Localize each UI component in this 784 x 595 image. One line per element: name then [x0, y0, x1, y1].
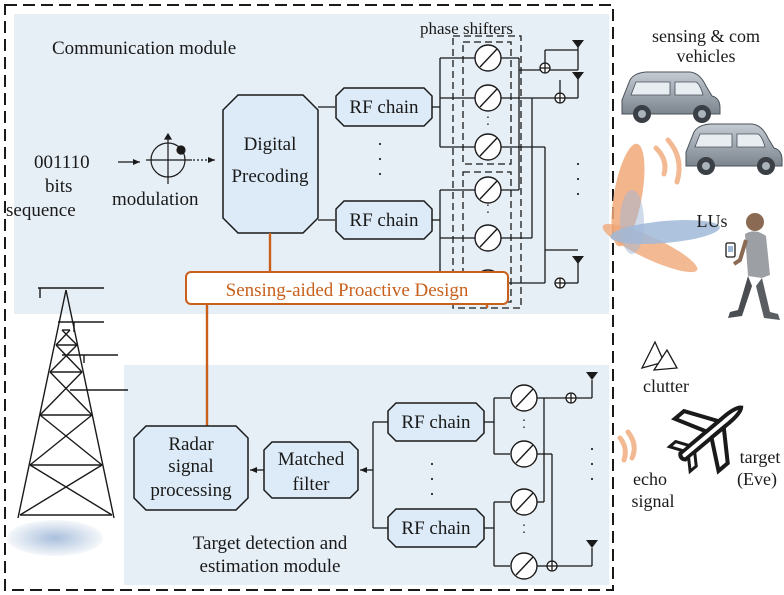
rf1-fanout: [432, 57, 475, 148]
rx-rf-ellipsis: ·: [429, 454, 435, 474]
rx-rf-fanout: [484, 397, 510, 567]
clutter-icon: [640, 340, 679, 371]
target-detection-line2: estimation module: [200, 556, 341, 577]
rx-rf-chain-2-label: RF chain: [401, 518, 471, 539]
rx-antenna-ellipsis: ·: [589, 439, 595, 459]
rx-rf-chain-1: [387, 402, 485, 442]
bits-sequence-label: sequence: [6, 200, 76, 221]
clutter-label: clutter: [643, 376, 689, 396]
comm-antenna-feeds: [544, 46, 579, 284]
bits-label: bits: [45, 176, 72, 197]
digital-precoding-line2: Precoding: [231, 166, 309, 187]
rf-chain-ellipsis-c: ·: [377, 164, 383, 184]
radar-line1: Radar: [168, 434, 214, 455]
rx-ps-ellipsis-1b: ·: [522, 421, 527, 436]
modulation-label: modulation: [112, 189, 199, 210]
rx-rf-chain-2: [387, 508, 485, 548]
communication-module-title: Communication module: [52, 38, 236, 59]
rx-ps-ellipsis-1: ·: [522, 414, 527, 429]
antenna-ellipsis-c: ·: [575, 184, 581, 204]
rx-rf-ellipsis-b: ·: [429, 469, 435, 489]
rx-antenna-ellipsis-c: ·: [589, 469, 595, 489]
person-icon: [725, 213, 780, 320]
rx-wiring: [537, 380, 593, 567]
digital-precoding-line1: Digital: [244, 134, 297, 155]
car-icon: [621, 71, 721, 123]
modulation-constellation-icon: [146, 132, 192, 184]
bits-value: 001110: [34, 152, 90, 173]
rf-chain-2-label: RF chain: [349, 210, 419, 231]
rx-rf-ellipsis-c: ·: [429, 484, 435, 504]
rx-antenna-icon: [586, 372, 598, 548]
echo-line1: echo: [633, 469, 667, 489]
matched-line1: Matched: [278, 449, 345, 470]
rx-rf-bus: [372, 421, 388, 529]
rx-adder-icon: [546, 392, 577, 572]
radar-line2: signal: [168, 456, 213, 477]
outer-frame: [4, 4, 614, 591]
phase-shifter-group-1: [462, 41, 512, 165]
radar-line3: processing: [150, 480, 232, 501]
rx-ps-ellipsis-2b: ·: [522, 526, 527, 541]
rf-chain-1-label: RF chain: [349, 97, 419, 118]
matched-line2: filter: [293, 474, 331, 495]
antenna-icon: [572, 40, 584, 264]
radar-processing-block: [133, 425, 249, 511]
rx-rf-chain-1-label: RF chain: [401, 412, 471, 433]
target-detection-line1: Target detection and: [193, 533, 348, 554]
rx-antenna-ellipsis-b: ·: [589, 454, 595, 474]
ps-ellipsis-2b: ·: [486, 206, 491, 221]
sensing-wave: [617, 137, 682, 463]
rf-chain-ellipsis-b: ·: [377, 149, 383, 169]
rf-chain-2: [335, 200, 433, 240]
sensing-aided-label: Sensing-aided Proactive Design: [226, 280, 469, 301]
rf-chain-1: [335, 87, 433, 127]
matched-filter-block: [263, 441, 359, 499]
rx-phase-shifter-icon: [510, 384, 538, 580]
antenna-ellipsis-b: ·: [575, 169, 581, 189]
rf-chain-ellipsis: ·: [377, 134, 383, 154]
airplane-icon: [666, 405, 744, 475]
sensing-com-line2: vehicles: [677, 46, 736, 66]
ps-ellipsis-2: ·: [486, 199, 491, 214]
sensing-com-line1: sensing & com: [652, 26, 760, 46]
car-icon: [685, 123, 783, 175]
beam-pattern: [602, 143, 720, 273]
target-line1: target: [740, 447, 781, 467]
tower-icon: [7, 287, 128, 556]
ps-ellipsis-1: ·: [486, 111, 491, 126]
phase-shifters-label: phase shifters: [420, 19, 513, 38]
digital-precoding-block: [222, 94, 319, 234]
target-line2: (Eve): [737, 469, 777, 490]
ps-ellipsis-1b: ·: [486, 118, 491, 133]
sensing-aided-box: [185, 271, 509, 305]
antenna-ellipsis: ·: [575, 154, 581, 174]
lus-label: LUs: [697, 211, 728, 231]
rx-ps-ellipsis-2: ·: [522, 519, 527, 534]
echo-line2: signal: [632, 491, 675, 511]
